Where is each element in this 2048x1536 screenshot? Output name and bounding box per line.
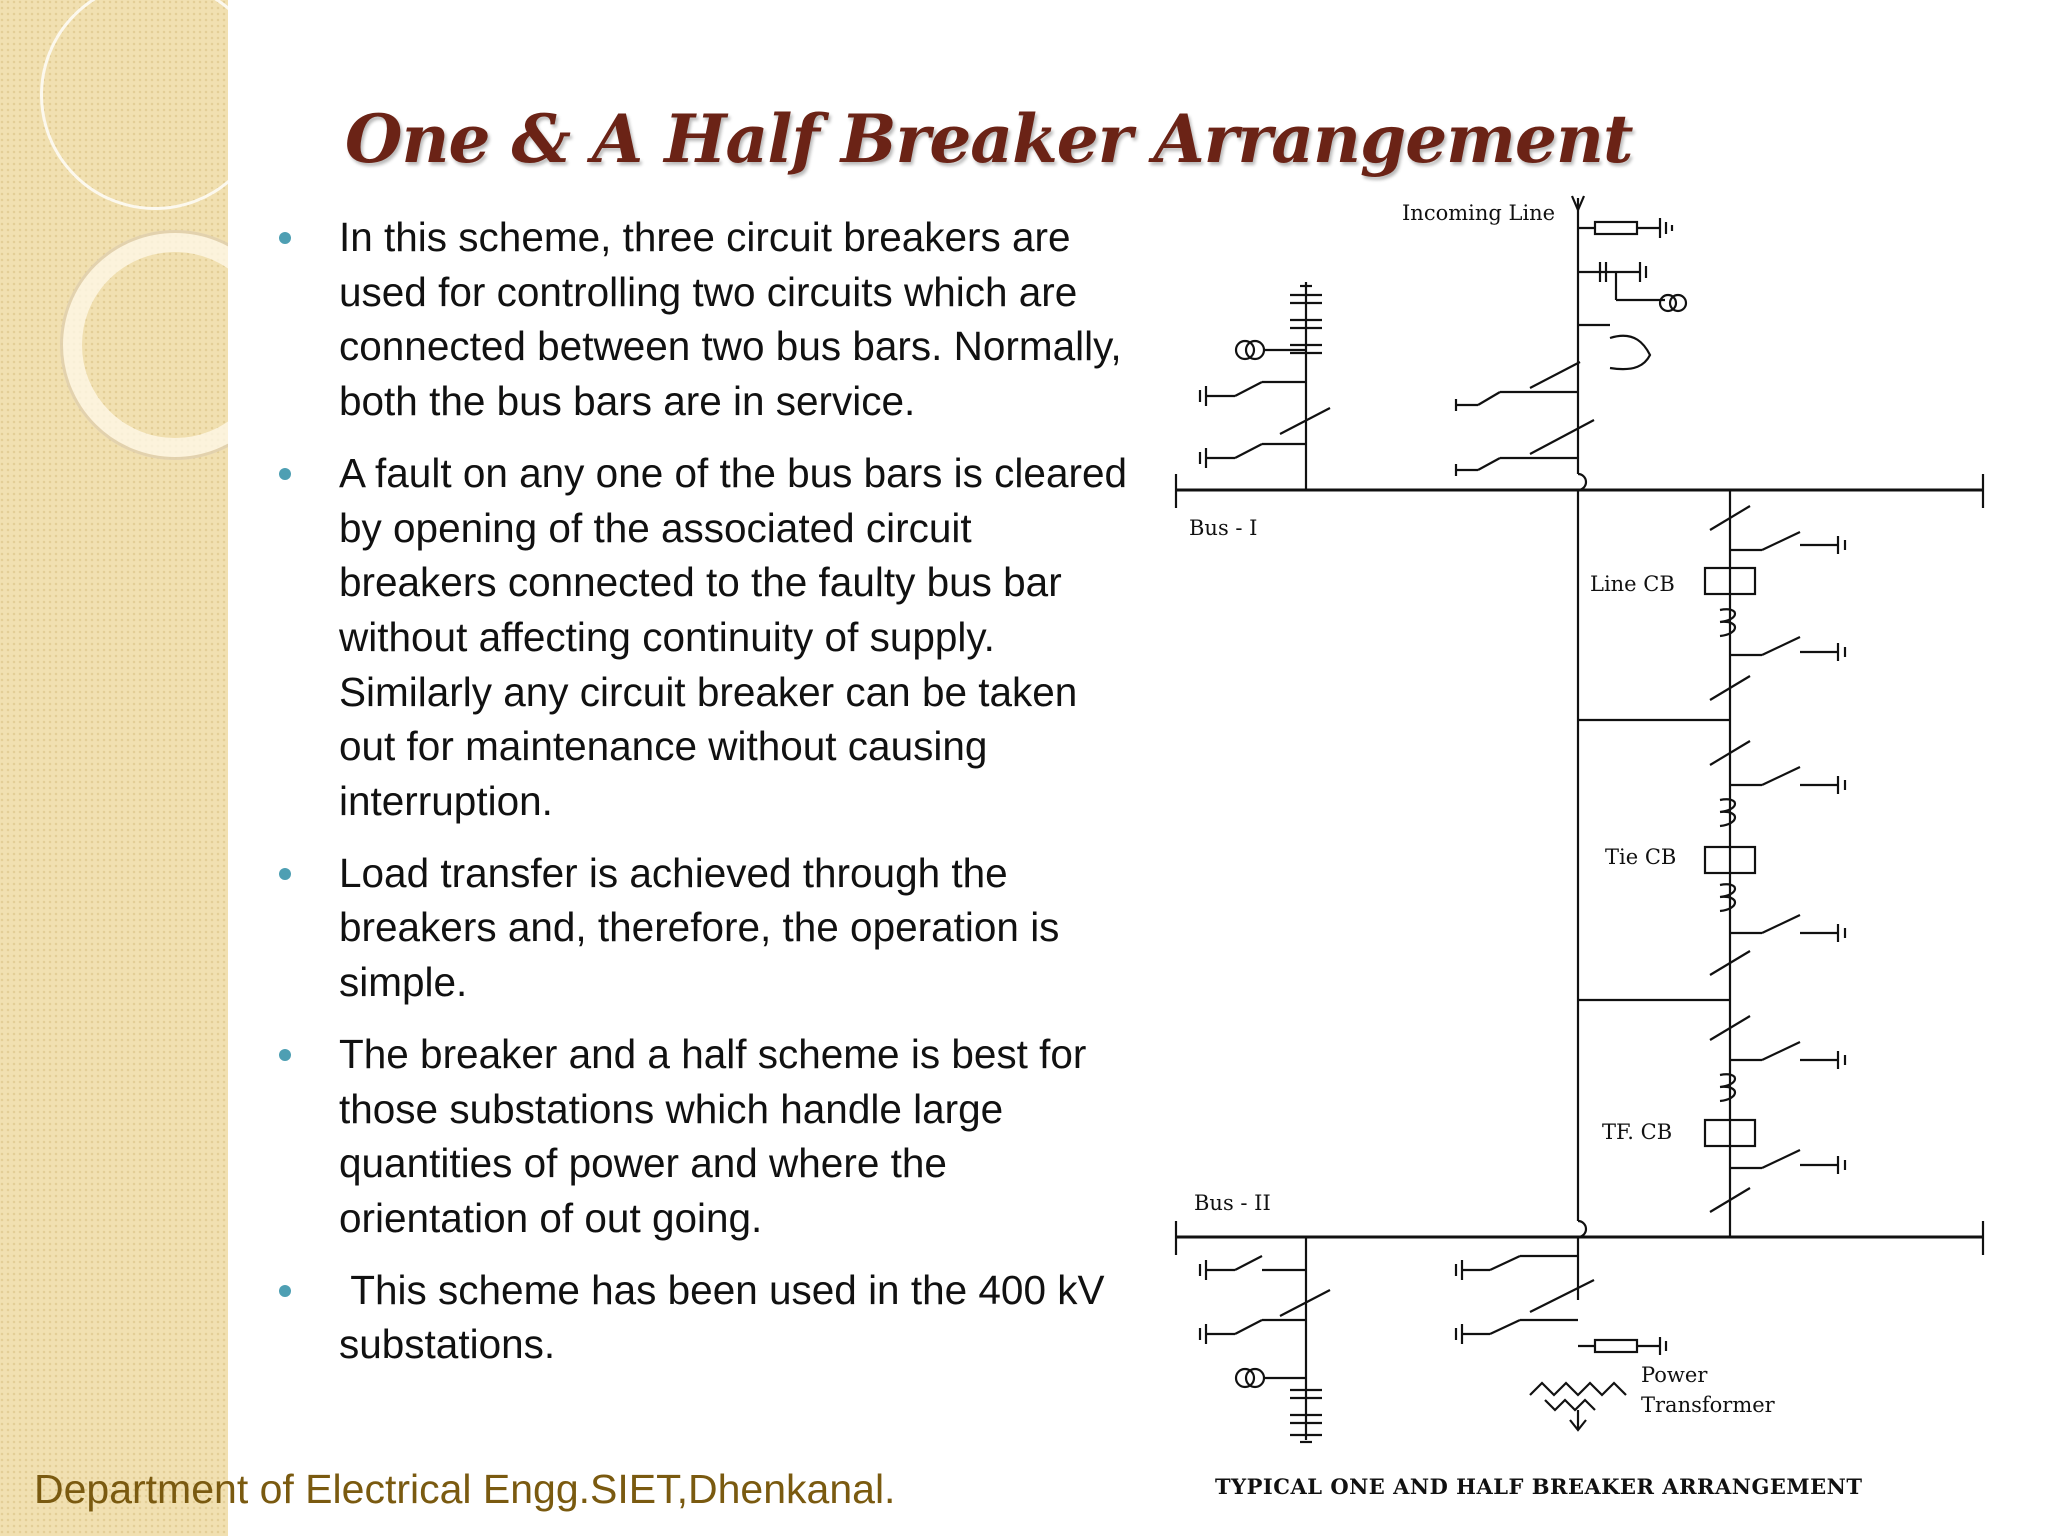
bullet-dot-icon xyxy=(279,867,291,880)
bullet-text: The breaker and a half scheme is best fo… xyxy=(339,1030,1087,1241)
bus-1-label: Bus - I xyxy=(1189,516,1257,540)
power-transformer-label: Transformer xyxy=(1641,1393,1776,1417)
bus-2-label: Bus - II xyxy=(1194,1191,1271,1215)
bullet-text: Load transfer is achieved through the br… xyxy=(339,849,1060,1006)
decorative-ring xyxy=(40,0,228,210)
incoming-line-label: Incoming Line xyxy=(1402,201,1555,225)
power-transformer-label: Power xyxy=(1641,1363,1708,1387)
bullet-item: In this scheme, three circuit breakers a… xyxy=(272,210,1132,429)
footer-department: Department of Electrical Engg.SIET,Dhenk… xyxy=(34,1466,896,1512)
tf-cb-label: TF. CB xyxy=(1602,1120,1672,1144)
diagram-caption: TYPICAL ONE AND HALF BREAKER ARRANGEMENT xyxy=(1215,1474,1863,1499)
decorative-ring xyxy=(60,230,228,460)
bullet-item: Load transfer is achieved through the br… xyxy=(272,846,1132,1010)
bullet-text: A fault on any one of the bus bars is cl… xyxy=(339,449,1128,825)
bullet-dot-icon xyxy=(279,467,291,480)
bullet-dot-icon xyxy=(279,232,291,244)
bullet-item: A fault on any one of the bus bars is cl… xyxy=(272,446,1132,829)
slide-title: One & A Half Breaker Arrangement xyxy=(345,100,1633,178)
tie-cb-label: Tie CB xyxy=(1605,845,1676,869)
bullet-text: This scheme has been used in the 400 kV … xyxy=(339,1266,1116,1368)
breaker-arrangement-diagram: Incoming Line Bus - I Line CB Tie CB TF.… xyxy=(1174,195,1985,1444)
bullet-list: In this scheme, three circuit breakers a… xyxy=(272,210,1132,1389)
power-transformer-symbol xyxy=(1529,1381,1627,1397)
bullet-text: In this scheme, three circuit breakers a… xyxy=(339,214,1122,425)
bullet-dot-icon xyxy=(279,1284,291,1297)
bullet-item: The breaker and a half scheme is best fo… xyxy=(272,1027,1132,1246)
bullet-dot-icon xyxy=(279,1048,291,1061)
line-cb-label: Line CB xyxy=(1590,572,1675,596)
decorative-side-strip xyxy=(0,0,228,1536)
bullet-item: This scheme has been used in the 400 kV … xyxy=(272,1263,1132,1372)
